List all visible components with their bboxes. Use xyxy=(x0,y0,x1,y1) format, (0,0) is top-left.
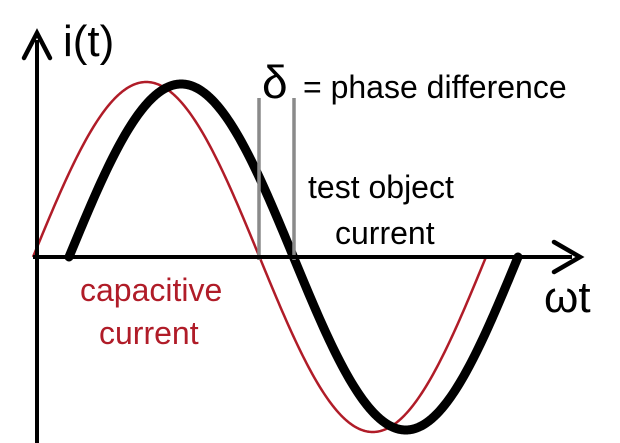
test-object-current-label-line1: test object xyxy=(308,169,454,205)
delta-symbol: δ xyxy=(262,56,288,108)
phase-difference-label: = phase difference xyxy=(303,69,567,105)
capacitive-current-label-line1: capacitive xyxy=(80,272,222,308)
x-axis-label: ωt xyxy=(544,273,591,322)
capacitive-current-label-line2: current xyxy=(99,315,199,351)
y-axis-label: i(t) xyxy=(63,17,114,66)
y-axis-arrowhead xyxy=(21,28,53,61)
x-axis-arrowhead xyxy=(551,239,585,275)
test-object-current-label-line2: current xyxy=(335,215,435,251)
